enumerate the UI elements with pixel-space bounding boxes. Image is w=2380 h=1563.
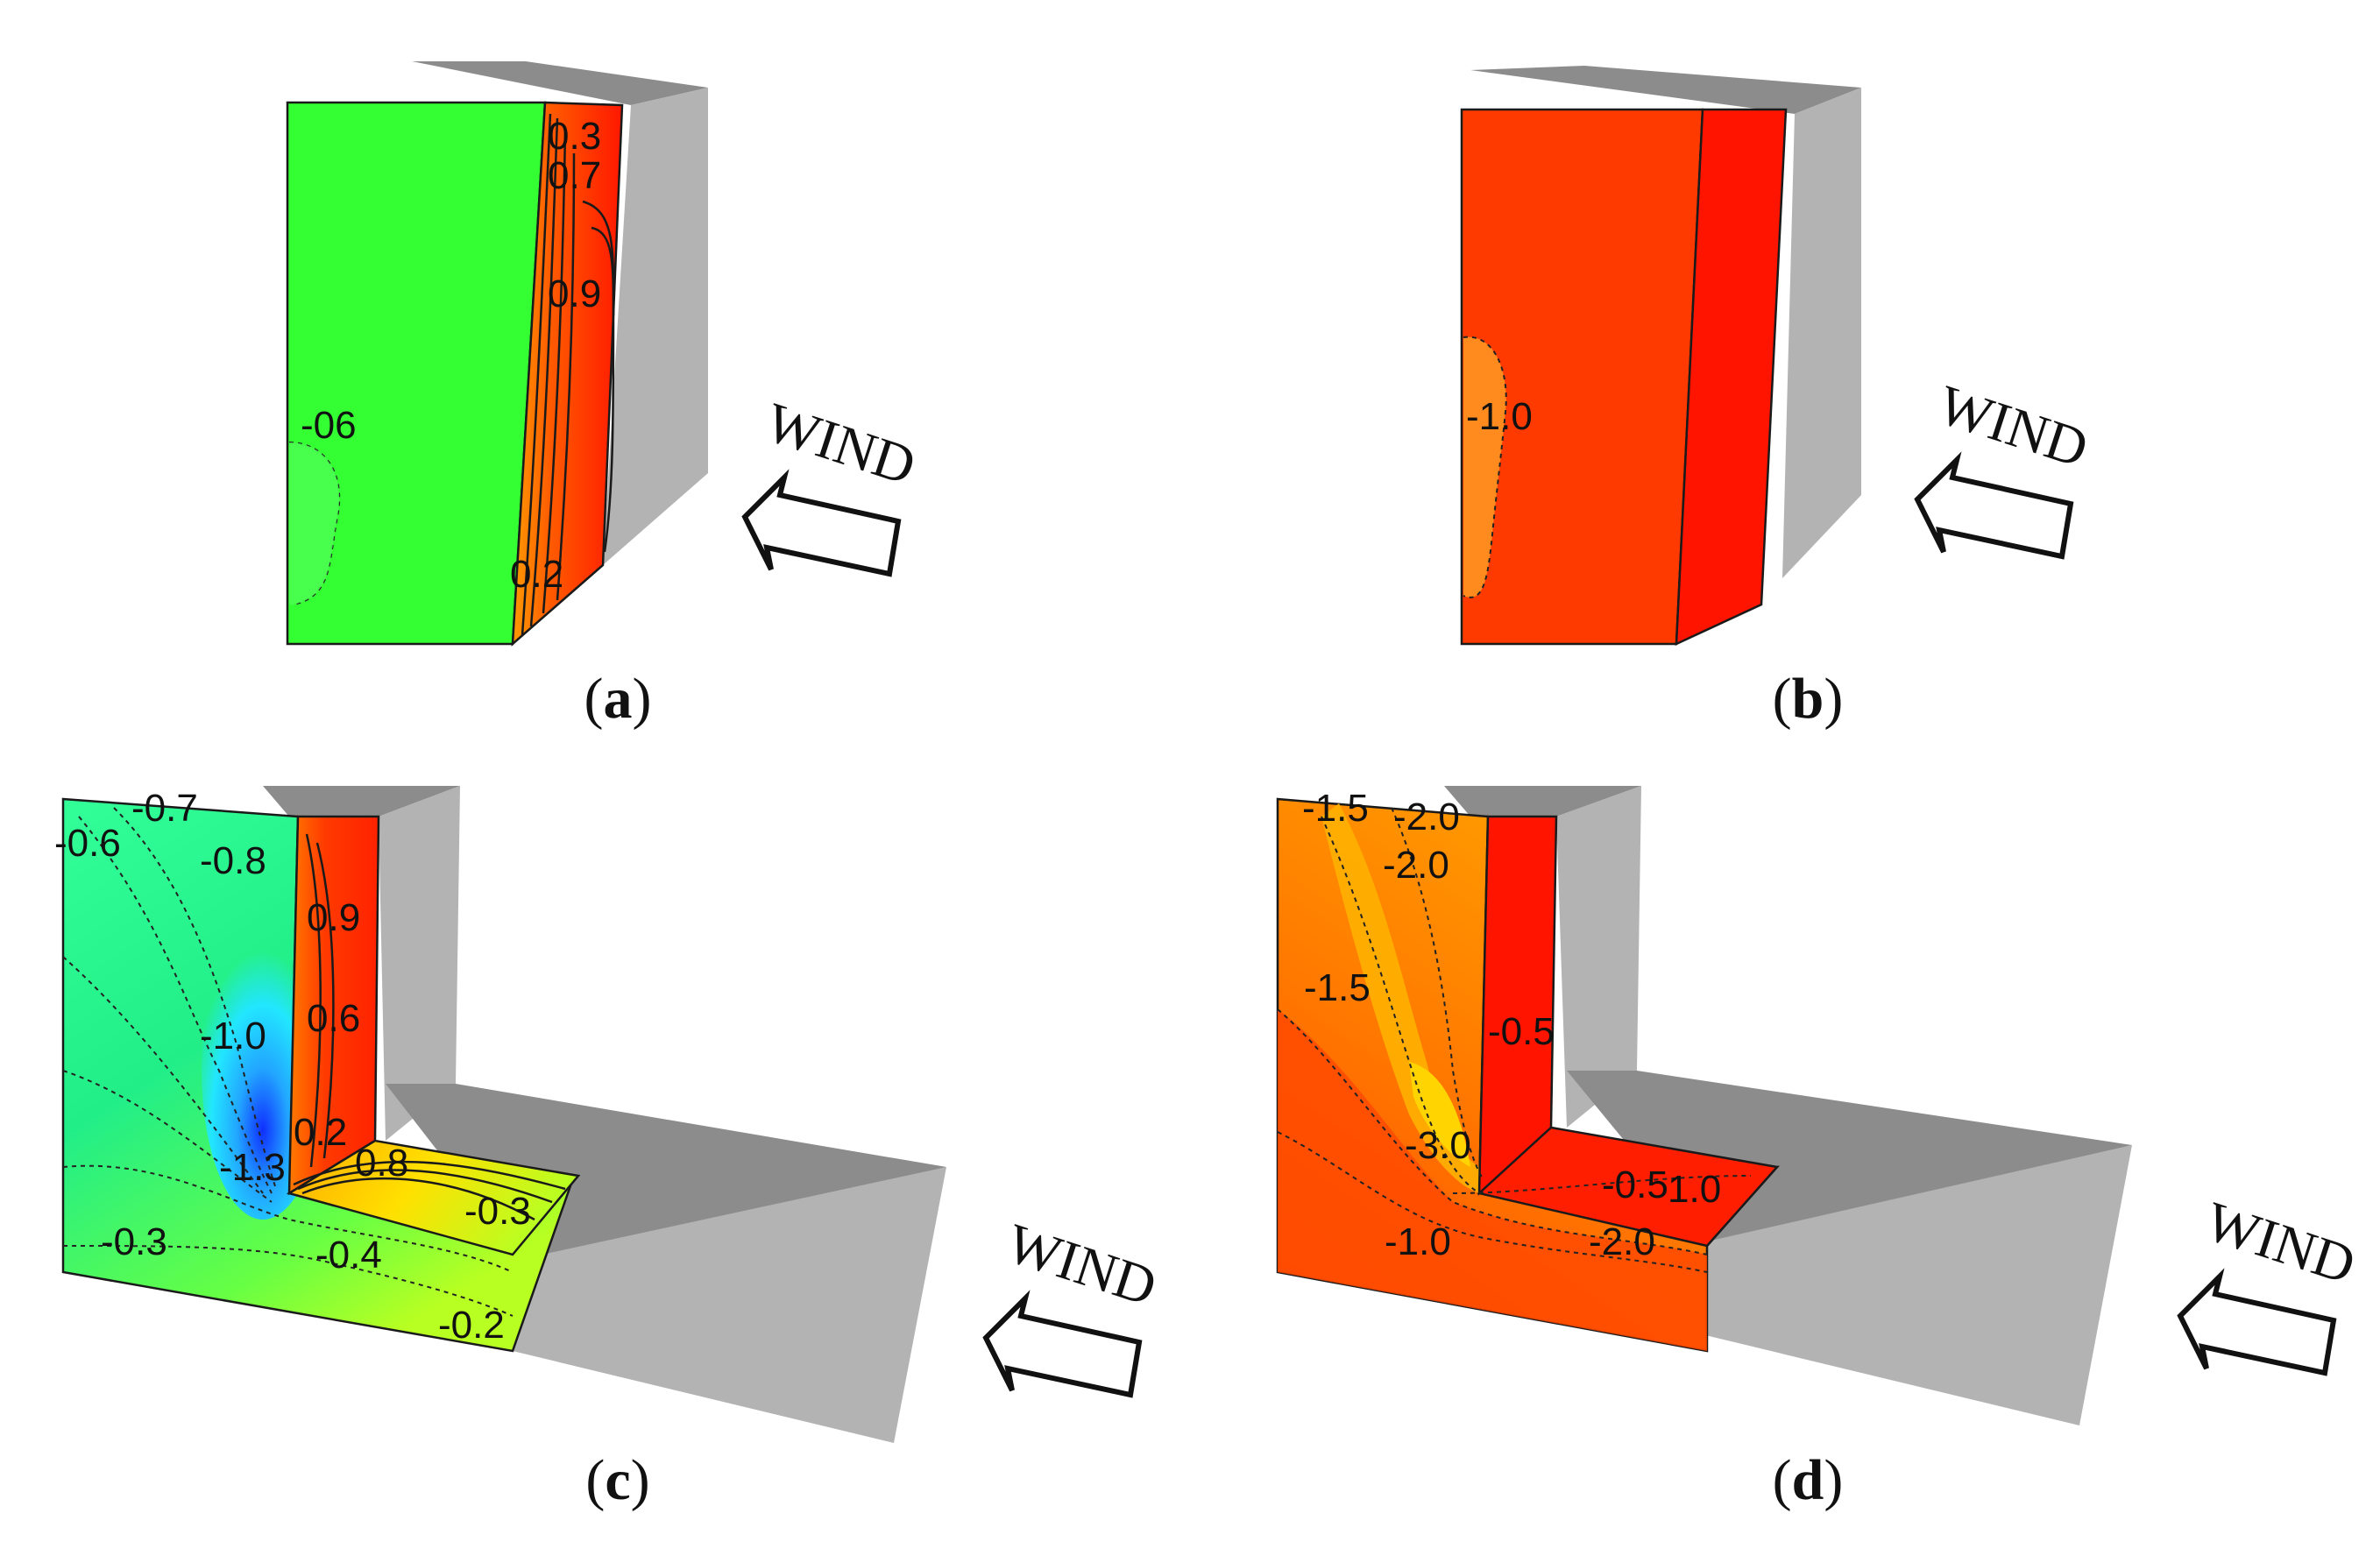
caption-d: (d) — [1772, 1448, 1844, 1512]
contour-label: -2.0 — [1589, 1220, 1655, 1263]
wing-front-gray — [1698, 1145, 2132, 1425]
panel-d: -1.5 -2.0 -2.0 -1.5 -0.5 -3.0 -0.5 1.0 -… — [1190, 782, 2380, 1563]
contour — [1321, 816, 1480, 1194]
building-top-gray — [263, 786, 460, 817]
contour-label: -0.3 — [101, 1220, 167, 1263]
building-side-gray — [1782, 88, 1861, 578]
panel-b: -1.0 WIND (b) — [1190, 0, 2380, 782]
contour-label: -2.0 — [1393, 796, 1460, 838]
contour-label: -0.5 — [1602, 1163, 1668, 1206]
contour-label: -0.8 — [200, 839, 266, 882]
contour-label: -0.5 — [1488, 1010, 1555, 1053]
building-top-gray — [1470, 66, 1861, 114]
contour — [542, 131, 567, 614]
contour-label: -2.0 — [1383, 844, 1449, 887]
contour-label: 0.7 — [548, 154, 601, 197]
diagram-a: 0.3 0.7 0.9 -06 0.2 WIND — [286, 61, 923, 647]
caption-a: (a) — [584, 667, 652, 731]
wind-label: WIND — [2199, 1190, 2363, 1296]
building-side-gray — [1556, 786, 1641, 1128]
panel-a: 0.3 0.7 0.9 -06 0.2 WIND (a) — [0, 0, 1190, 782]
contour — [529, 117, 559, 627]
contour-label: 0.6 — [307, 997, 360, 1040]
contour-label: 0.2 — [294, 1111, 347, 1154]
contour-label: -0.2 — [438, 1304, 505, 1347]
contour-label: 1.0 — [1668, 1168, 1721, 1211]
contour — [305, 833, 322, 1168]
contour — [62, 1245, 514, 1317]
contour-label: 0.9 — [307, 896, 360, 939]
contour — [62, 956, 264, 1194]
contour-label: -1.5 — [1304, 966, 1371, 1009]
panel-c: -0.7 -0.6 -0.8 0.9 0.6 -1.0 0.2 -1.3 0.8… — [0, 782, 1190, 1563]
contour — [582, 200, 615, 553]
contour-label: -1.0 — [1385, 1220, 1451, 1263]
contour — [1391, 807, 1484, 1181]
contour — [1277, 1008, 1708, 1255]
contour-label: -1.0 — [200, 1015, 266, 1057]
caption-b: (b) — [1772, 667, 1844, 731]
wind-arrow-icon — [2177, 1268, 2337, 1376]
contour — [1277, 1131, 1708, 1273]
floor-face — [1477, 1126, 1780, 1248]
contour — [556, 152, 576, 601]
contour-label: -1.5 — [1302, 787, 1369, 830]
contour-label: -0.4 — [315, 1234, 382, 1277]
contour-label: 0.9 — [548, 272, 601, 315]
contour — [297, 1169, 553, 1204]
building-top-gray — [412, 61, 708, 105]
contour-label: -3.0 — [1405, 1124, 1471, 1167]
contour-label: -1.0 — [1466, 395, 1533, 438]
wind-arrow-icon — [982, 1290, 1143, 1398]
contour — [521, 113, 552, 636]
contour — [78, 816, 273, 1194]
building-side-gray — [379, 786, 460, 1141]
contour — [1452, 1175, 1752, 1194]
contour — [591, 226, 615, 316]
contour — [113, 807, 277, 1190]
contour-label: 0.8 — [355, 1142, 408, 1185]
contour-label: 0.3 — [548, 115, 601, 158]
wing-front-gray — [513, 1167, 946, 1443]
building-top-gray — [1444, 786, 1641, 817]
wind-arrow-icon — [741, 469, 902, 577]
contour-label: -0.3 — [464, 1190, 531, 1233]
contour — [315, 842, 335, 1159]
building-side-gray — [603, 88, 708, 565]
contour-label: -1.3 — [219, 1146, 286, 1189]
contour-label: -06 — [301, 404, 357, 447]
contour-label: -0.7 — [131, 787, 198, 830]
side-face — [1675, 108, 1788, 647]
contour-label: 0.2 — [510, 553, 563, 596]
floor-face — [286, 1139, 581, 1256]
wind-arrow-icon — [1914, 451, 2074, 560]
diagram-b: -1.0 WIND — [1460, 66, 2095, 647]
contour — [301, 1177, 535, 1221]
contour — [62, 1164, 514, 1273]
caption-c: (c) — [585, 1448, 650, 1512]
contour — [293, 1160, 566, 1191]
contour-label: -0.6 — [54, 822, 121, 865]
diagram-d: -1.5 -2.0 -2.0 -1.5 -0.5 -3.0 -0.5 1.0 -… — [1276, 786, 2363, 1425]
diagram-c: -0.7 -0.6 -0.8 0.9 0.6 -1.0 0.2 -1.3 0.8… — [54, 786, 1164, 1443]
